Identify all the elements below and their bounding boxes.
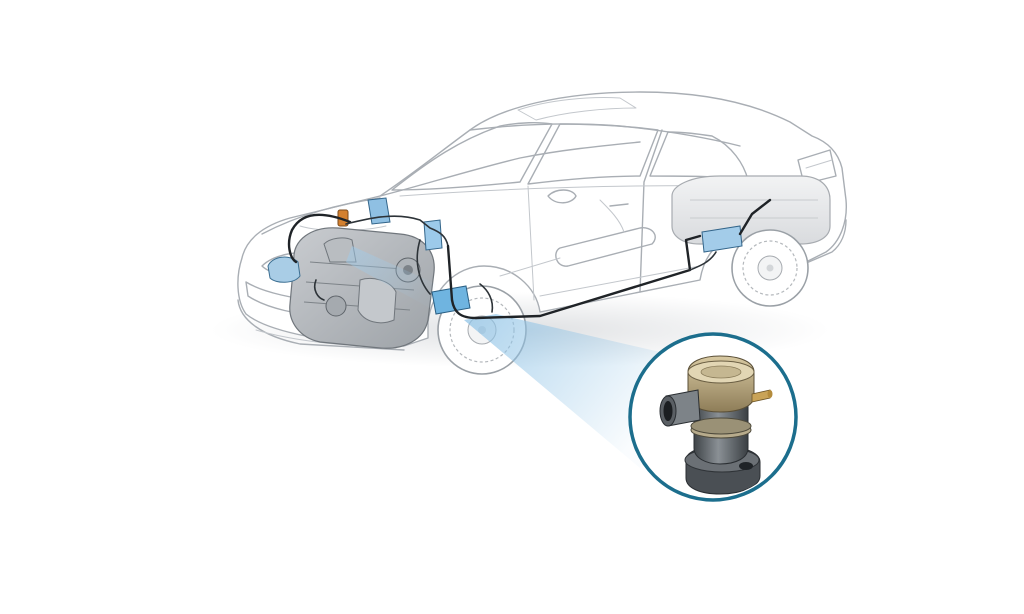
hose-lines [287,198,772,320]
fuel-tank [671,175,831,245]
rear-wheel [731,229,809,307]
valve-callout [628,332,798,502]
air-check-valve [659,355,773,495]
engine [267,197,443,349]
air-pump [267,256,301,283]
highlight-beam-engine [346,246,436,308]
evap-canister [701,225,743,253]
highlight-beam [464,314,660,468]
